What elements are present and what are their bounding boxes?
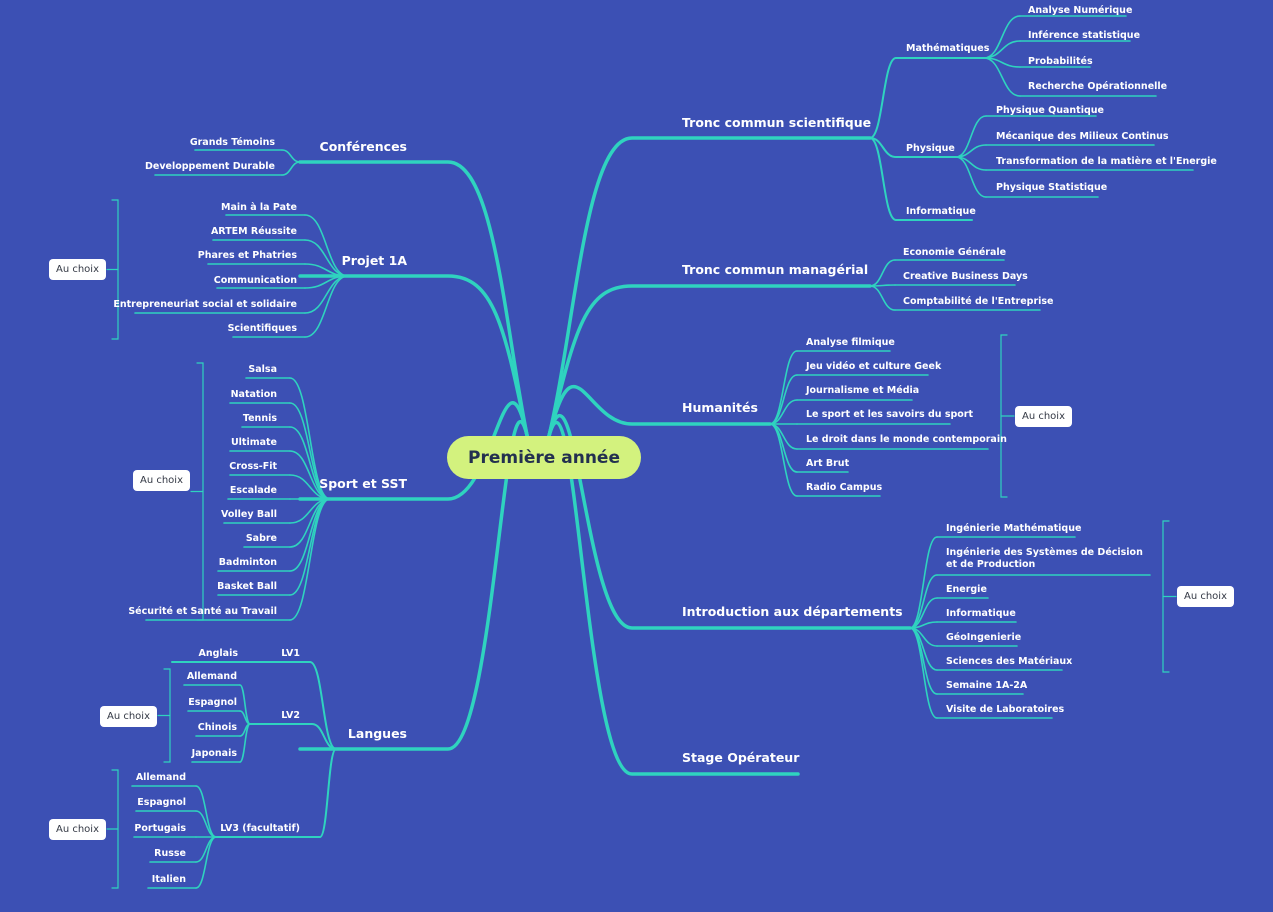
leaf-lv2-espagnol[interactable]: Espagnol <box>188 697 237 708</box>
branch-sport-sst[interactable]: Sport et SST <box>319 476 407 491</box>
leaf-art-brut[interactable]: Art Brut <box>806 458 850 469</box>
branch-departements[interactable]: Introduction aux départements <box>682 604 903 619</box>
au-choix-projet[interactable]: Au choix <box>49 259 106 280</box>
leaf-ultimate[interactable]: Ultimate <box>230 437 277 448</box>
leaf-main-a-la-pate[interactable]: Main à la Pate <box>221 202 297 213</box>
leaf-journalisme[interactable]: Journalisme et Média <box>806 385 920 396</box>
leaf-artem-reussite[interactable]: ARTEM Réussite <box>210 226 297 237</box>
branch-projet-1a[interactable]: Projet 1A <box>341 253 407 268</box>
sub-lv1[interactable]: LV1 <box>281 648 300 659</box>
leaf-ingenierie-systemes[interactable]: Ingénierie des Systèmes de Décision et d… <box>946 547 1143 570</box>
leaf-mecanique-milieux-continus[interactable]: Mécanique des Milieux Continus <box>996 131 1169 142</box>
leaf-natation[interactable]: Natation <box>230 389 277 400</box>
leaf-developpement-durable[interactable]: Developpement Durable <box>145 161 275 172</box>
sub-lv2[interactable]: LV2 <box>281 710 300 721</box>
leaf-visite-laboratoires[interactable]: Visite de Laboratoires <box>946 704 1065 715</box>
leaf-lv2-allemand[interactable]: Allemand <box>186 671 237 682</box>
au-choix-sport[interactable]: Au choix <box>133 470 190 491</box>
leaf-sport-savoirs[interactable]: Le sport et les savoirs du sport <box>806 409 974 420</box>
leaf-salsa[interactable]: Salsa <box>248 364 277 375</box>
au-choix-humanites[interactable]: Au choix <box>1015 406 1072 427</box>
leaf-lv3-allemand[interactable]: Allemand <box>135 772 186 783</box>
leaf-geoingenierie[interactable]: GéoIngenierie <box>946 632 1022 643</box>
branch-tronc-managerial[interactable]: Tronc commun managérial <box>682 262 869 277</box>
leaf-tennis[interactable]: Tennis <box>242 413 277 424</box>
leaf-ingenierie-mathematique[interactable]: Ingénierie Mathématique <box>946 523 1082 534</box>
leaf-radio-campus[interactable]: Radio Campus <box>806 482 883 493</box>
leaf-probabilites[interactable]: Probabilités <box>1028 56 1093 67</box>
leaf-phares-phatries[interactable]: Phares et Phatries <box>197 250 297 261</box>
branch-tronc-scientifique[interactable]: Tronc commun scientifique <box>682 115 872 130</box>
branch-stage-operateur[interactable]: Stage Opérateur <box>682 750 800 765</box>
leaf-analyse-filmique[interactable]: Analyse filmique <box>806 337 895 348</box>
leaf-volley-ball[interactable]: Volley Ball <box>221 509 277 520</box>
au-choix-lv2[interactable]: Au choix <box>100 706 157 727</box>
leaf-basket-ball[interactable]: Basket Ball <box>217 581 277 592</box>
leaf-analyse-numerique[interactable]: Analyse Numérique <box>1028 5 1133 16</box>
leaf-informatique-dep[interactable]: Informatique <box>946 608 1016 619</box>
leaf-inference-statistique[interactable]: Inférence statistique <box>1028 30 1141 41</box>
leaf-creative-business-days[interactable]: Creative Business Days <box>903 271 1028 282</box>
leaf-lv3-italien[interactable]: Italien <box>151 874 186 885</box>
leaf-economie-generale[interactable]: Economie Générale <box>903 247 1007 258</box>
sub-mathematiques[interactable]: Mathématiques <box>906 43 990 54</box>
leaf-lv2-japonais[interactable]: Japonais <box>191 748 237 759</box>
branch-langues[interactable]: Langues <box>347 726 407 741</box>
leaf-lv3-espagnol[interactable]: Espagnol <box>137 797 186 808</box>
leaf-scientifiques[interactable]: Scientifiques <box>227 323 297 334</box>
branch-humanites[interactable]: Humanités <box>682 400 758 415</box>
leaf-recherche-operationnelle[interactable]: Recherche Opérationnelle <box>1028 81 1168 92</box>
leaf-comptabilite[interactable]: Comptabilité de l'Entreprise <box>903 296 1054 307</box>
leaf-physique-statistique[interactable]: Physique Statistique <box>996 182 1108 193</box>
leaf-physique-quantique[interactable]: Physique Quantique <box>996 105 1104 116</box>
leaf-energie[interactable]: Energie <box>946 584 987 595</box>
leaf-lv3-portugais[interactable]: Portugais <box>134 823 186 834</box>
leaf-jeu-video[interactable]: Jeu vidéo et culture Geek <box>806 361 942 372</box>
leaf-entrepreneuriat[interactable]: Entrepreneuriat social et solidaire <box>113 299 297 310</box>
leaf-lv2-chinois[interactable]: Chinois <box>197 722 237 733</box>
leaf-securite-sante-travail[interactable]: Sécurité et Santé au Travail <box>128 606 277 617</box>
sub-physique[interactable]: Physique <box>906 143 955 154</box>
root-node[interactable]: Première année <box>447 436 641 479</box>
leaf-droit[interactable]: Le droit dans le monde contemporain <box>806 434 1007 445</box>
leaf-badminton[interactable]: Badminton <box>218 557 277 568</box>
leaf-sabre[interactable]: Sabre <box>245 533 277 544</box>
leaf-cross-fit[interactable]: Cross-Fit <box>229 461 277 472</box>
leaf-semaine-1a-2a[interactable]: Semaine 1A-2A <box>946 680 1028 691</box>
sub-informatique[interactable]: Informatique <box>906 206 976 217</box>
sub-lv3[interactable]: LV3 (facultatif) <box>220 823 300 834</box>
leaf-lv3-russe[interactable]: Russe <box>154 848 186 859</box>
leaf-communication[interactable]: Communication <box>213 275 297 286</box>
leaf-anglais[interactable]: Anglais <box>198 648 239 659</box>
au-choix-lv3[interactable]: Au choix <box>49 819 106 840</box>
leaf-transformation-matiere[interactable]: Transformation de la matière et l'Energi… <box>996 156 1217 167</box>
leaf-grands-temoins[interactable]: Grands Témoins <box>189 137 275 148</box>
au-choix-departements[interactable]: Au choix <box>1177 586 1234 607</box>
leaf-escalade[interactable]: Escalade <box>229 485 277 496</box>
branch-conferences[interactable]: Conférences <box>319 139 407 154</box>
leaf-sciences-materiaux[interactable]: Sciences des Matériaux <box>946 656 1073 667</box>
